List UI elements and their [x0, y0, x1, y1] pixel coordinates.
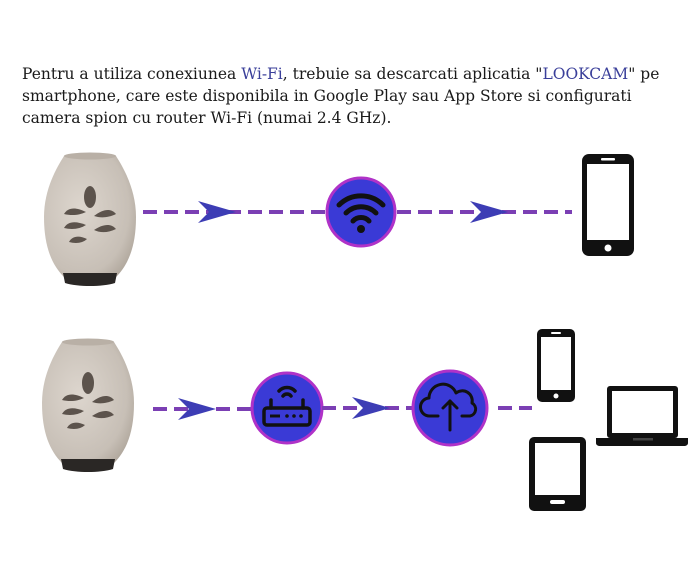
flow-2-link-b — [322, 397, 412, 419]
arrow-icon — [178, 398, 216, 420]
flow-1-link-a — [143, 201, 325, 223]
wifi-highlight: Wi-Fi — [241, 65, 283, 83]
camera-device — [44, 152, 136, 286]
intro-text: Pentru a utiliza conexiunea Wi-Fi, trebu… — [22, 63, 682, 129]
cloud-upload-icon — [411, 369, 489, 447]
wifi-icon — [325, 176, 397, 248]
app-name-highlight: LOOKCAM — [542, 65, 629, 83]
flow-2-link-a — [153, 398, 252, 420]
intro-part-1: Pentru a utiliza conexiunea — [22, 65, 242, 83]
arrow-icon — [198, 201, 236, 223]
laptop-icon — [596, 386, 688, 446]
tablet-icon — [529, 437, 586, 511]
intro-part-2: , trebuie sa descarcati aplicatia " — [282, 65, 543, 83]
smartphone-icon — [582, 154, 634, 256]
flow-1-link-b — [397, 201, 572, 223]
router-icon — [250, 371, 324, 445]
arrow-icon — [352, 397, 390, 419]
arrow-icon — [470, 201, 508, 223]
intro-part-3: " pe smartphone, care este disponibila i… — [22, 65, 660, 127]
smartphone-icon — [537, 329, 575, 402]
camera-device — [42, 338, 134, 472]
